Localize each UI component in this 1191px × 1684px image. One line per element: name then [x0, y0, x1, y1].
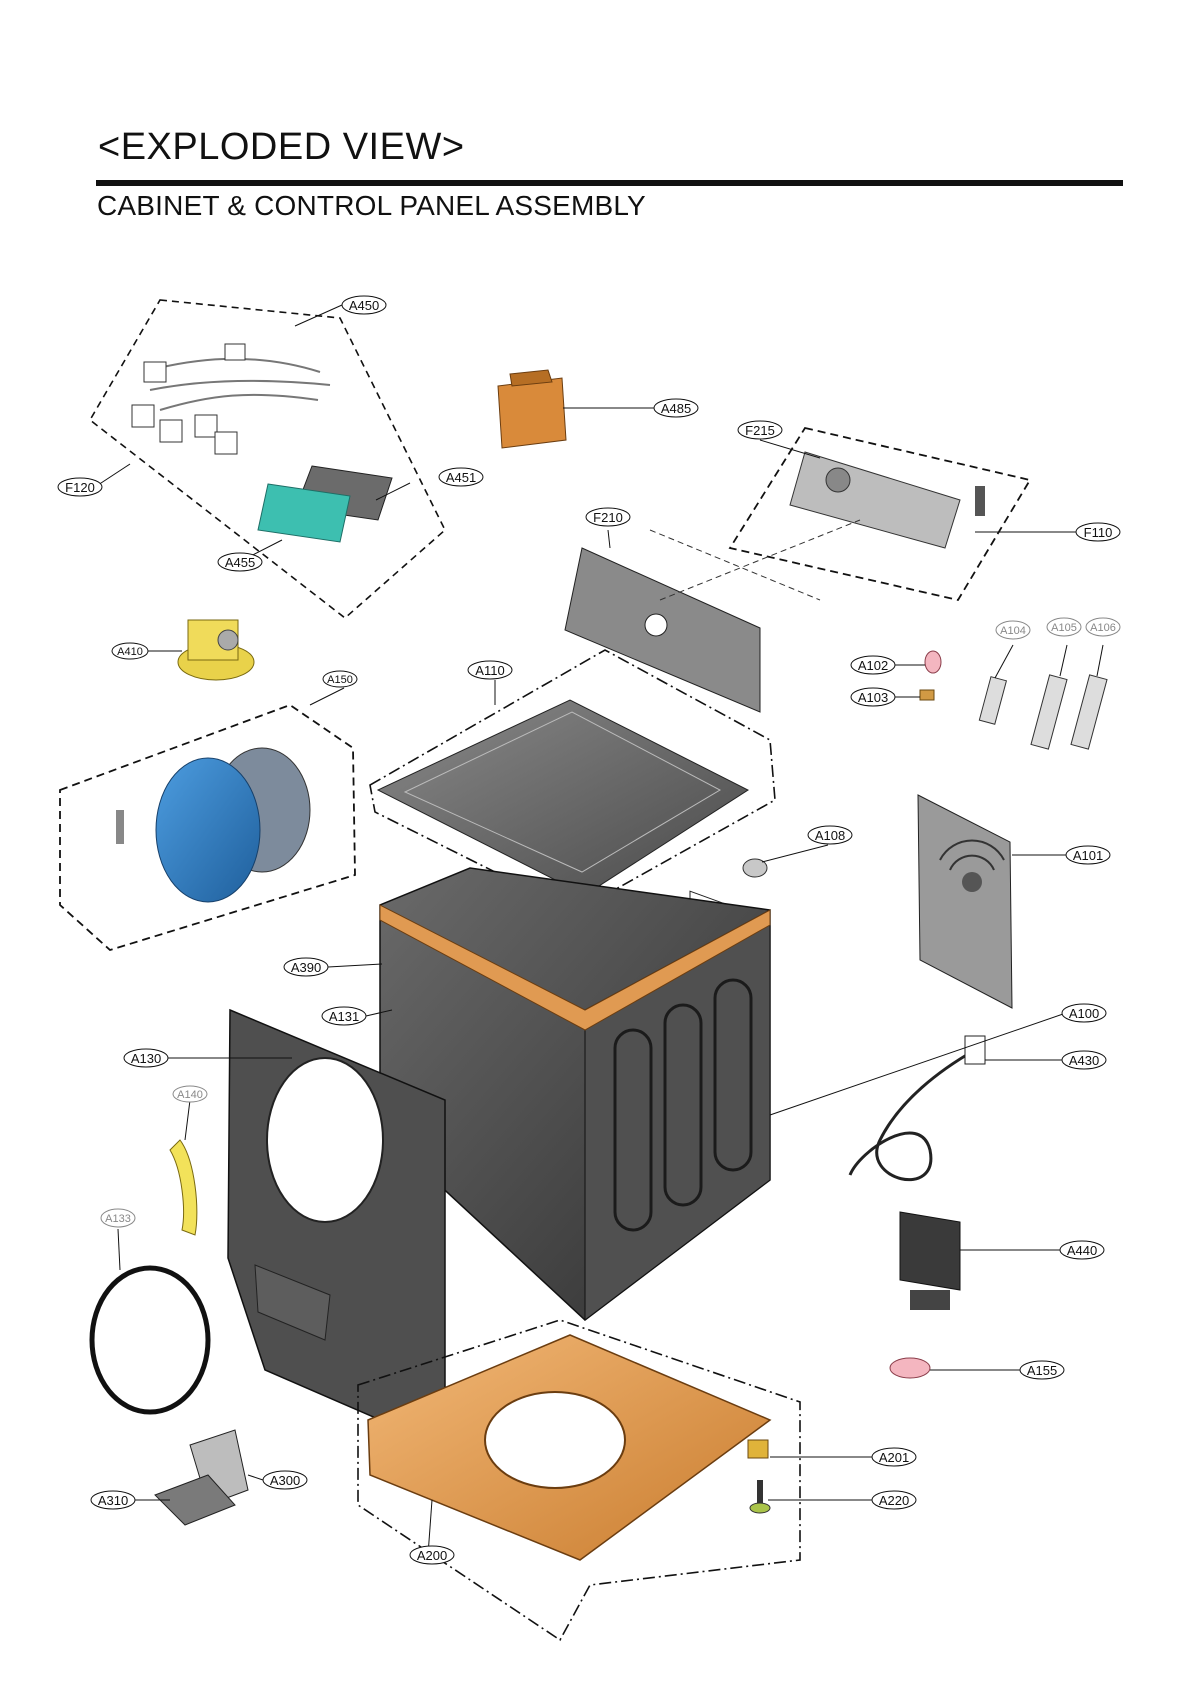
- svg-text:F120: F120: [65, 480, 95, 495]
- svg-text:A101: A101: [1073, 848, 1103, 863]
- callout-a108: A108: [807, 825, 853, 845]
- callout-a133: A133: [100, 1208, 136, 1228]
- svg-text:A103: A103: [858, 690, 888, 705]
- svg-text:A133: A133: [105, 1213, 131, 1225]
- svg-text:A200: A200: [417, 1548, 447, 1563]
- a133-ring: [89, 1265, 211, 1415]
- callout-a105: A105: [1046, 617, 1082, 637]
- callout-a201: A201: [871, 1447, 917, 1467]
- control-panel-group: [728, 426, 1032, 602]
- a101-rear-panel: [917, 794, 1013, 1009]
- base-group: [357, 1319, 801, 1642]
- svg-text:A105: A105: [1051, 622, 1077, 634]
- svg-text:A310: A310: [98, 1493, 128, 1508]
- a201-a220-parts: [747, 1439, 771, 1514]
- cabinet-body: [379, 867, 771, 1322]
- svg-text:A130: A130: [131, 1051, 161, 1066]
- svg-text:F110: F110: [1084, 525, 1113, 540]
- svg-text:A485: A485: [661, 401, 691, 416]
- svg-text:F210: F210: [593, 510, 623, 525]
- svg-text:A451: A451: [446, 470, 476, 485]
- svg-text:A108: A108: [815, 828, 845, 843]
- callout-a300: A300: [262, 1470, 308, 1490]
- a102-a103-parts: [919, 650, 942, 701]
- callout-a106: A106: [1085, 617, 1121, 637]
- a410-part: [177, 619, 255, 681]
- a440-part: [899, 1211, 961, 1310]
- svg-text:A155: A155: [1027, 1363, 1057, 1378]
- callout-f215: F215: [737, 420, 783, 440]
- svg-text:A104: A104: [1000, 625, 1026, 637]
- a155-cap: [889, 1357, 931, 1379]
- harness-group: [88, 299, 446, 620]
- svg-text:A110: A110: [475, 663, 504, 678]
- callout-a455: A455: [217, 552, 263, 572]
- svg-text:A150: A150: [327, 674, 353, 686]
- callout-a100: A100: [1061, 1003, 1107, 1023]
- title-divider: [96, 180, 1123, 186]
- svg-text:A450: A450: [349, 298, 379, 313]
- svg-text:A390: A390: [291, 960, 321, 975]
- svg-text:A106: A106: [1090, 622, 1116, 634]
- svg-text:A455: A455: [225, 555, 255, 570]
- callout-a200: A200: [409, 1545, 455, 1565]
- svg-text:A440: A440: [1067, 1243, 1097, 1258]
- svg-text:A131: A131: [329, 1009, 359, 1024]
- callout-f120: F120: [57, 477, 103, 497]
- callout-a130: A130: [123, 1048, 169, 1068]
- svg-text:A140: A140: [177, 1089, 203, 1101]
- a430-power-cord: [848, 1035, 986, 1182]
- page-subtitle: CABINET & CONTROL PANEL ASSEMBLY: [97, 190, 646, 221]
- callout-a220: A220: [871, 1490, 917, 1510]
- a108-part: [742, 858, 768, 878]
- svg-text:A430: A430: [1069, 1053, 1099, 1068]
- callout-a104: A104: [995, 620, 1031, 640]
- callout-a430: A430: [1061, 1050, 1107, 1070]
- callout-a103: A103: [850, 687, 896, 707]
- callout-f110: F110: [1075, 522, 1121, 542]
- callout-a110: A110: [467, 660, 513, 680]
- svg-text:A300: A300: [270, 1473, 300, 1488]
- a140-strip: [169, 1139, 198, 1236]
- callout-a101: A101: [1065, 845, 1111, 865]
- svg-text:A410: A410: [117, 646, 143, 658]
- svg-text:F215: F215: [745, 423, 775, 438]
- callout-a485: A485: [653, 398, 699, 418]
- front-panel: [227, 1008, 446, 1450]
- callout-a410: A410: [111, 642, 149, 660]
- svg-text:A102: A102: [858, 658, 888, 673]
- callout-a150: A150: [322, 670, 358, 688]
- callout-a390: A390: [283, 957, 329, 977]
- callout-a102: A102: [850, 655, 896, 675]
- callout-a155: A155: [1019, 1360, 1065, 1380]
- top-plate-group: [369, 649, 776, 913]
- callout-f210: F210: [585, 507, 631, 527]
- valves-group: [978, 674, 1108, 750]
- svg-text:A220: A220: [879, 1493, 909, 1508]
- svg-text:A201: A201: [879, 1450, 909, 1465]
- leader-lines: [97, 304, 1104, 1556]
- page-title: <EXPLODED VIEW>: [98, 126, 465, 168]
- callout-a451: A451: [438, 467, 484, 487]
- door-assembly-group: [59, 703, 356, 952]
- callout-a440: A440: [1059, 1240, 1105, 1260]
- callout-a131: A131: [321, 1006, 367, 1026]
- a485-bracket: [497, 369, 567, 449]
- callout-a310: A310: [90, 1490, 136, 1510]
- svg-text:A100: A100: [1069, 1006, 1099, 1021]
- callout-a450: A450: [341, 295, 387, 315]
- a300-a310-parts: [154, 1429, 249, 1526]
- callout-a140: A140: [172, 1085, 208, 1103]
